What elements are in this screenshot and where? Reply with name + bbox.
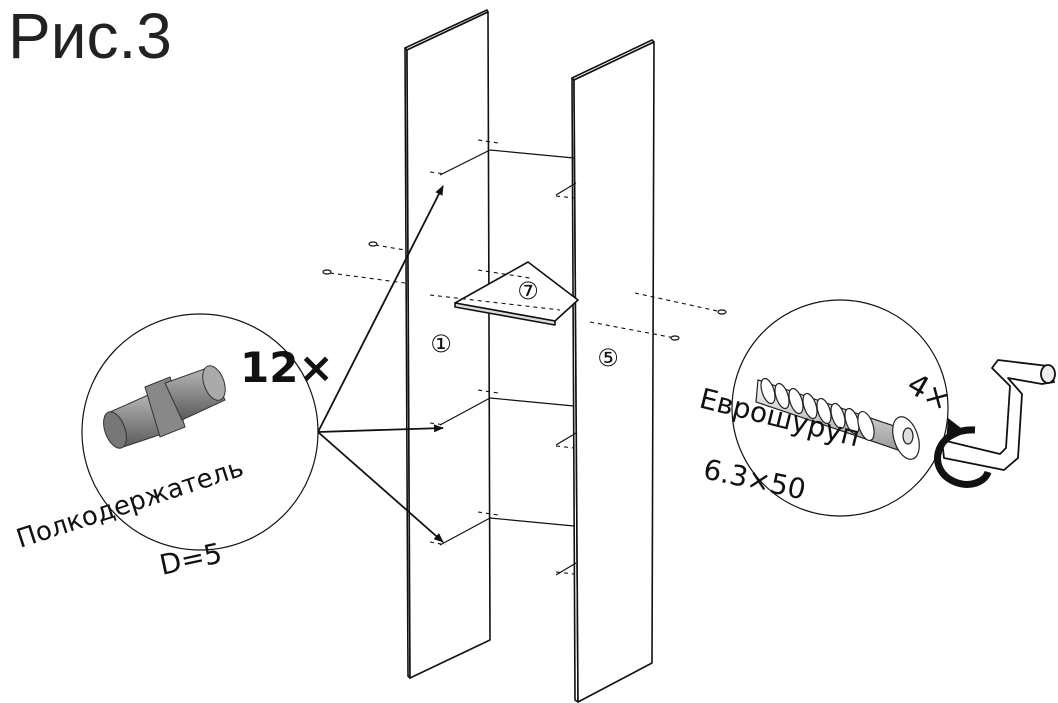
svg-text:⑦: ⑦ xyxy=(517,277,539,305)
panel-number-right: ⑤ xyxy=(597,344,619,372)
side-panel-right xyxy=(571,39,655,703)
shelf-number: ⑦ xyxy=(517,277,539,305)
screw-icons-small xyxy=(322,241,727,341)
svg-text:①: ① xyxy=(430,330,452,358)
panel-number-left: ① xyxy=(430,330,452,358)
hex-key-icon xyxy=(941,359,1056,471)
shelf-support-spec: D=5 xyxy=(157,537,225,582)
figure-title: Рис.3 xyxy=(8,0,172,72)
svg-text:⑤: ⑤ xyxy=(597,344,619,372)
shelf-support-quantity: 12× xyxy=(240,343,334,392)
callout-arrows xyxy=(317,185,444,543)
euro-screw-spec: 6.3×50 xyxy=(701,453,809,507)
shelf-lines xyxy=(439,149,577,576)
euro-screw-icon xyxy=(755,377,920,460)
euro-screw-callout: Еврошуруп 6.3×50 4× xyxy=(696,299,1056,517)
side-panel-left xyxy=(404,9,491,679)
guide-lines xyxy=(329,139,723,575)
shelf-board xyxy=(454,261,579,326)
shelf-support-pin-icon xyxy=(103,365,226,449)
rotation-arrow-icon xyxy=(934,418,992,488)
